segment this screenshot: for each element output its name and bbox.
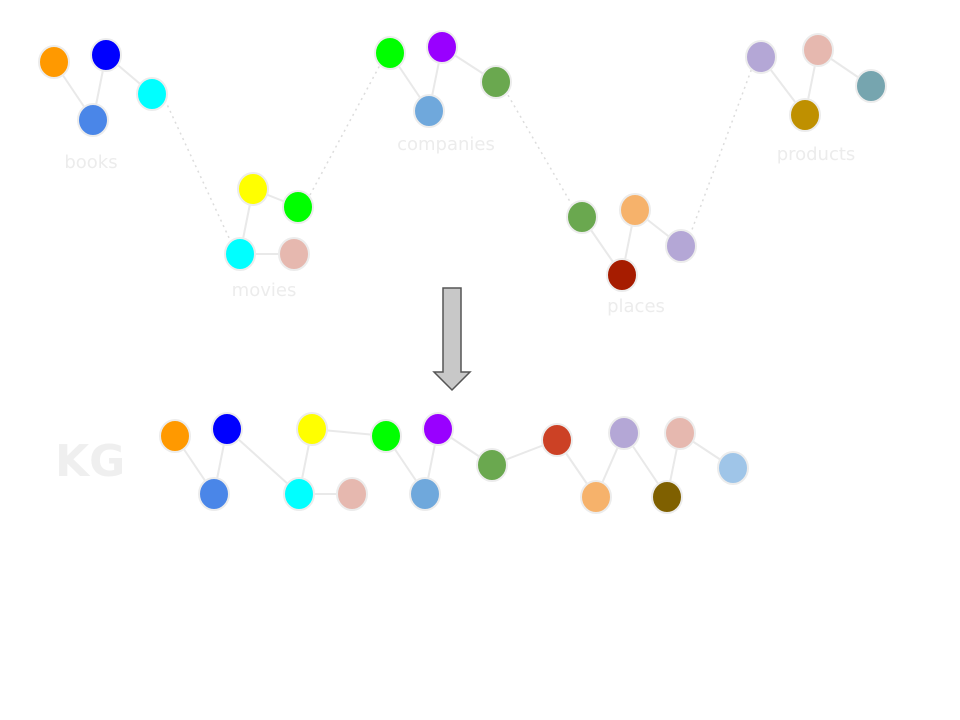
merged-node — [336, 477, 368, 511]
graph-label-movies: movies — [232, 280, 297, 301]
graph-node — [745, 40, 777, 74]
graph-node — [566, 200, 598, 234]
source-graphs: books movies companies places products — [38, 30, 887, 317]
graph-node — [38, 45, 70, 79]
graph-label-books: books — [64, 152, 117, 173]
merged-node — [664, 416, 696, 450]
merged-node — [608, 416, 640, 450]
graph-node — [77, 103, 109, 137]
graph-node — [789, 98, 821, 132]
merged-node — [198, 477, 230, 511]
graph-node — [855, 69, 887, 103]
graph-books: books — [38, 38, 168, 173]
graph-label-places: places — [607, 296, 665, 317]
graph-node — [374, 36, 406, 70]
merged-node — [476, 448, 508, 482]
graph-node — [282, 190, 314, 224]
group-connector-line — [504, 89, 573, 206]
merged-node — [651, 480, 683, 514]
merged-node — [370, 419, 402, 453]
graph-node — [237, 172, 269, 206]
merge-arrow — [432, 287, 472, 392]
graph-companies: companies — [374, 30, 512, 155]
group-connectors — [164, 64, 753, 241]
merged-node — [296, 412, 328, 446]
merged-graph — [159, 412, 749, 514]
group-connector-line — [164, 99, 231, 241]
merged-node — [211, 412, 243, 446]
merged-node — [580, 480, 612, 514]
graph-node — [665, 229, 697, 263]
group-connector-line — [309, 64, 381, 196]
graph-node — [802, 33, 834, 67]
merged-node — [717, 451, 749, 485]
graph-label-companies: companies — [397, 134, 495, 155]
graph-movies: movies — [224, 172, 314, 301]
graph-places: places — [566, 193, 697, 317]
merged-node — [422, 412, 454, 446]
merged-graph-label: KG — [55, 436, 125, 487]
graph-node — [480, 65, 512, 99]
graph-products: products — [745, 33, 887, 165]
graph-node — [224, 237, 256, 271]
merged-node — [283, 477, 315, 511]
graph-node — [413, 94, 445, 128]
graph-node — [619, 193, 651, 227]
graph-label-products: products — [777, 144, 856, 165]
graph-node — [136, 77, 168, 111]
graph-node — [278, 237, 310, 271]
group-connector-line — [689, 67, 753, 236]
merged-node — [159, 419, 191, 453]
graph-node — [606, 258, 638, 292]
graph-node — [426, 30, 458, 64]
merged-node — [409, 477, 441, 511]
merged-node — [541, 423, 573, 457]
graph-node — [90, 38, 122, 72]
